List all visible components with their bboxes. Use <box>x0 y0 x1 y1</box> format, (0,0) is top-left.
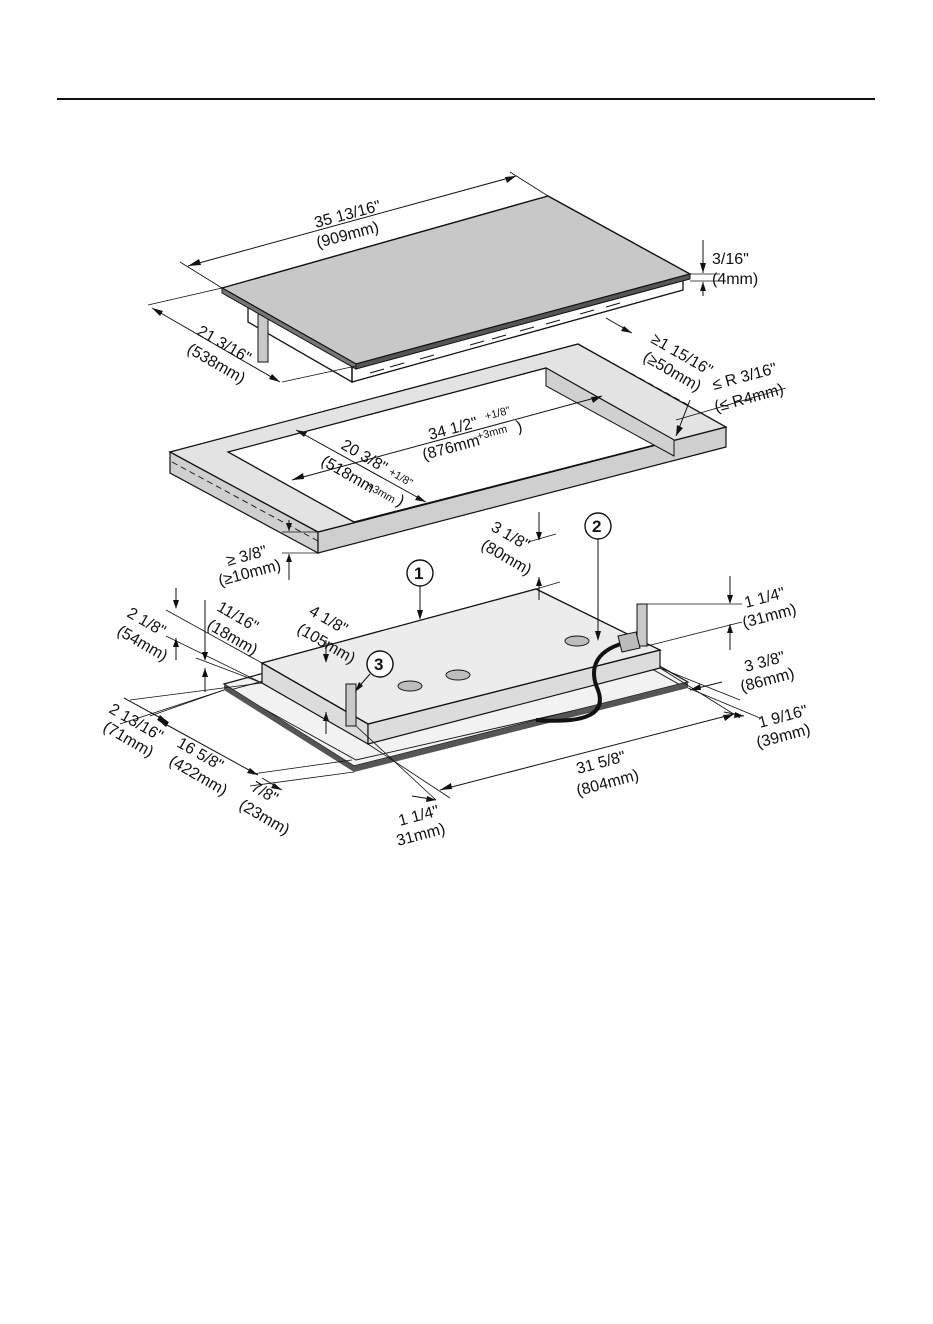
hob-housing <box>222 588 690 772</box>
side-height-left-dimension <box>165 588 263 684</box>
cutout-depth-metric-tolerance: +3mm <box>365 480 398 506</box>
header-rule <box>57 98 875 100</box>
cutout-width-metric-close: ) <box>515 418 525 436</box>
glass-thickness-dimension <box>690 240 720 296</box>
front-edge-metric: (23mm) <box>236 797 292 839</box>
corner-radius-dimension <box>675 387 787 437</box>
glass-thickness-metric: (4mm) <box>712 271 758 288</box>
cutout-depth-imperial-tolerance: +1/8" <box>387 466 415 489</box>
hob-width-dimension <box>179 171 549 289</box>
callout-1 <box>406 559 434 620</box>
rear-clearance-dimension <box>605 317 633 334</box>
callout-2 <box>584 512 612 641</box>
front-edge-dimension <box>249 771 355 791</box>
front-bracket-offset-dimension <box>355 725 437 802</box>
hob-glass-top <box>220 195 692 384</box>
front-housing-height-dimension <box>323 640 329 734</box>
rear-housing-height-dimension <box>527 512 561 600</box>
callout-3-number: 3 <box>374 655 383 674</box>
callout-3 <box>355 650 394 692</box>
callout-1-number: 1 <box>414 564 423 583</box>
cutout-width-imperial-tolerance: +1/8" <box>484 405 512 423</box>
hob-depth-dimension <box>147 287 357 383</box>
frame-height-dimension <box>195 600 263 692</box>
housing-width-dimension <box>367 667 741 799</box>
cutout-width-dimension <box>291 395 603 481</box>
cutout-width-metric-tolerance: +3mm <box>476 423 509 443</box>
callout-2-number: 2 <box>592 517 601 536</box>
worktop-thickness-dimension <box>282 520 318 580</box>
right-bracket-height-dimension <box>646 576 743 650</box>
housing-depth-dimension <box>149 689 353 776</box>
glass-thickness-imperial: 3/16" <box>712 251 749 268</box>
cutout-depth-dimension <box>295 429 427 503</box>
